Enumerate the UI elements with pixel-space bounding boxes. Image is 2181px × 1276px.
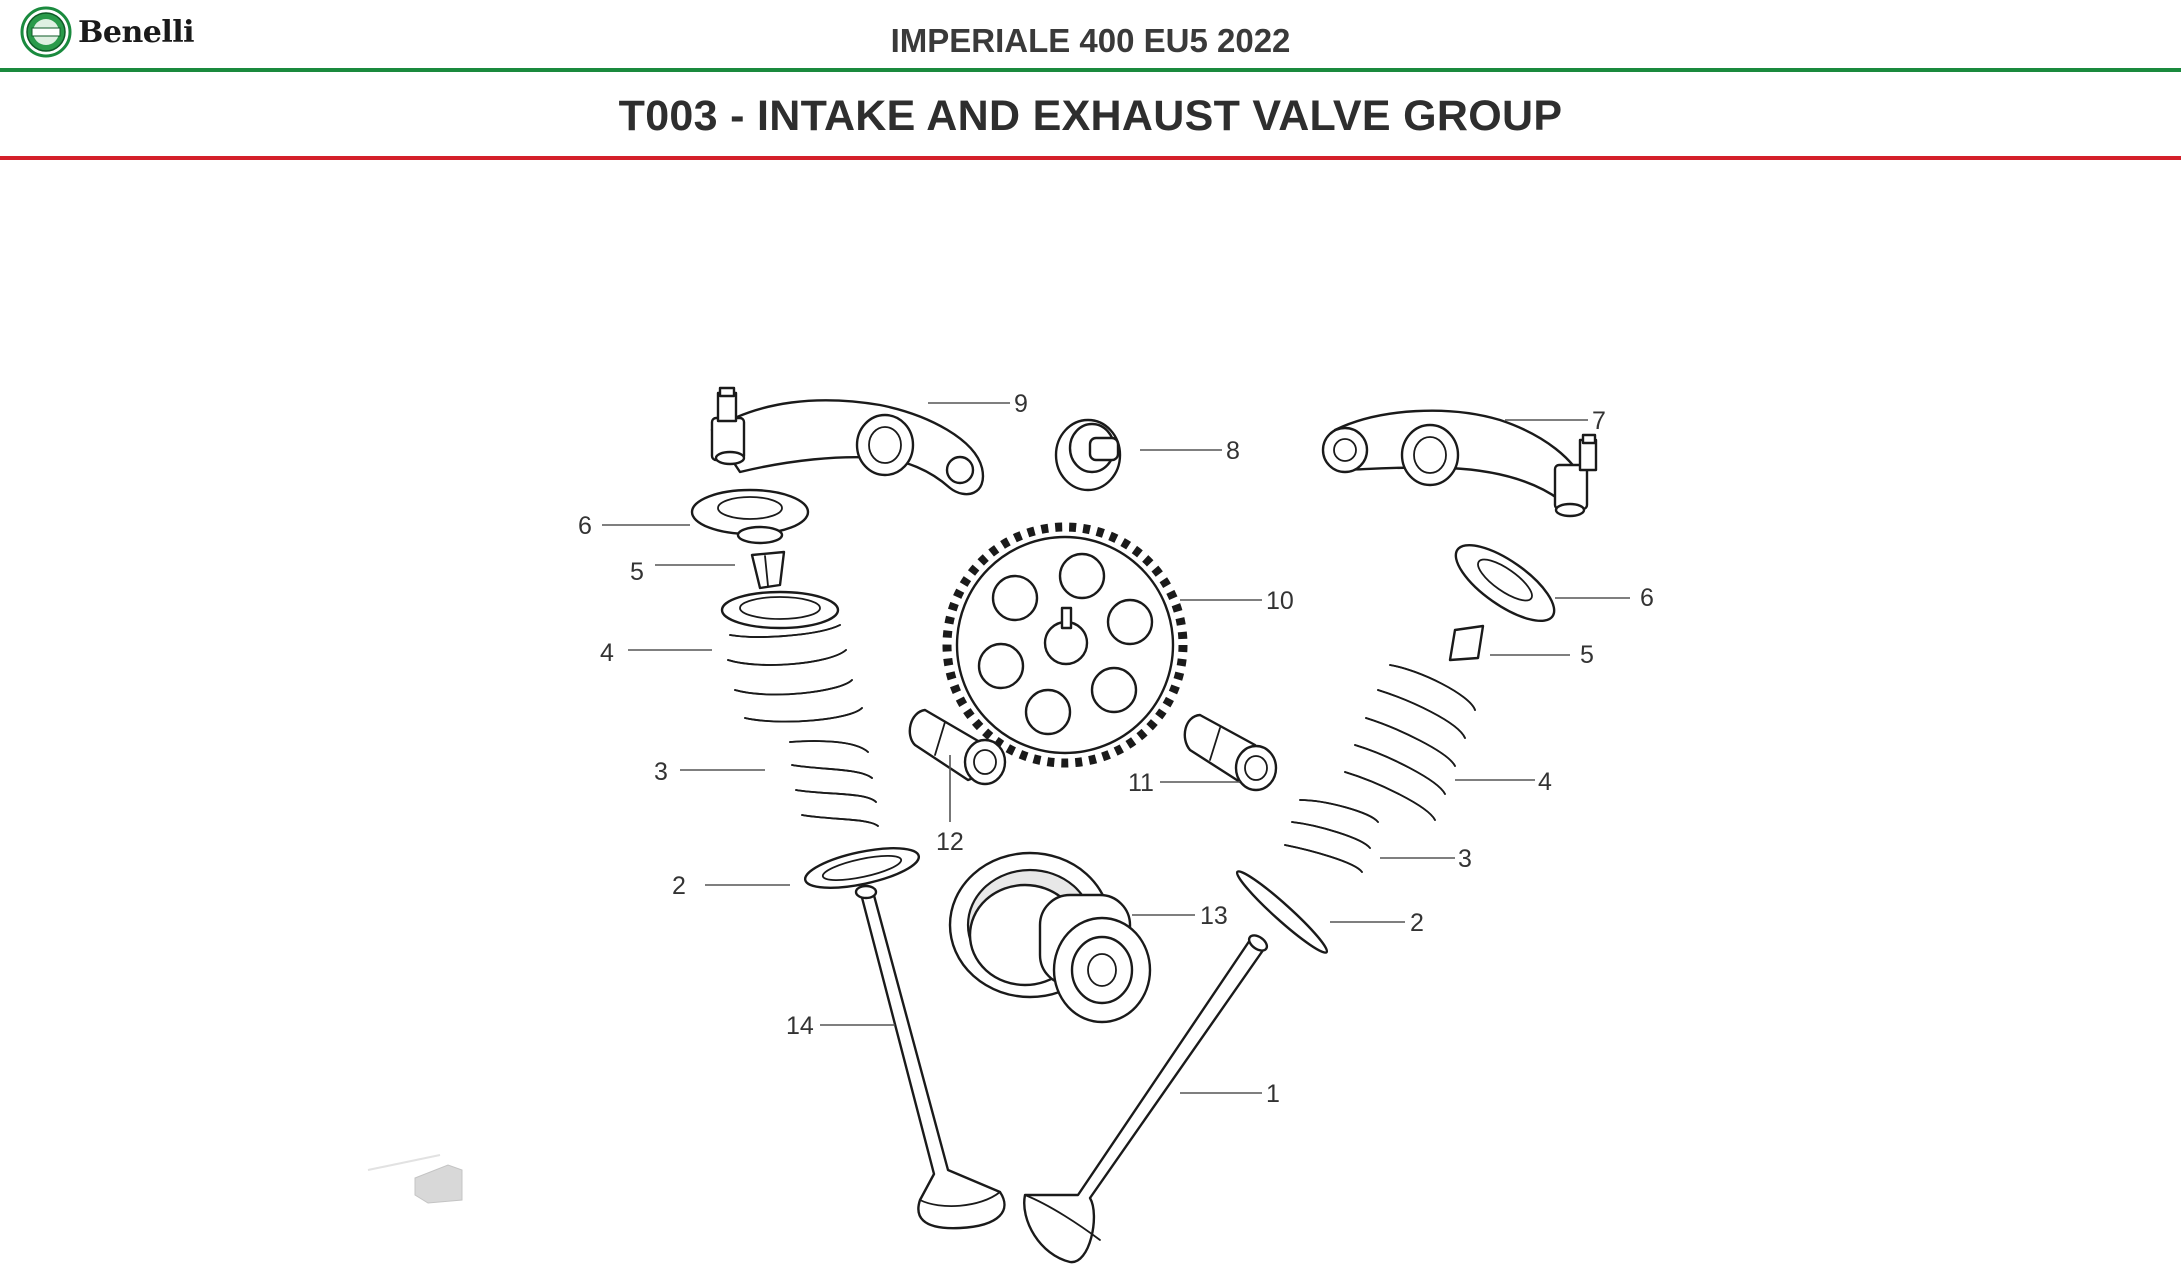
title-divider	[0, 156, 2181, 160]
callout-14: 14	[786, 1012, 814, 1040]
header-divider	[0, 68, 2181, 72]
callout-3-right: 3	[1458, 845, 1472, 873]
right-spring-seat[interactable]	[1232, 866, 1332, 958]
camshaft-plug[interactable]	[1054, 418, 1122, 492]
camshaft-bearing[interactable]	[948, 851, 1152, 1024]
callout-1: 1	[1266, 1080, 1280, 1108]
callout-2-left: 2	[672, 872, 686, 900]
intake-valve[interactable]	[854, 884, 1006, 1230]
callout-2-right: 2	[1410, 909, 1424, 937]
callout-11: 11	[1128, 769, 1154, 797]
callout-5-right: 5	[1580, 641, 1594, 669]
intake-rocker-arm[interactable]	[710, 386, 985, 496]
exhaust-rocker-arm[interactable]	[1321, 409, 1598, 518]
right-outer-spring[interactable]	[1344, 664, 1476, 821]
left-inner-spring[interactable]	[789, 740, 879, 827]
right-inner-spring[interactable]	[1284, 799, 1379, 873]
callout-6-right: 6	[1640, 584, 1654, 612]
callout-labels: 9 8 7 6 5 4 3 2 10 6 5 4 3 2 11 12 13 14…	[578, 390, 1654, 1108]
exhaust-valve[interactable]	[1023, 932, 1269, 1264]
callout-13: 13	[1200, 902, 1228, 930]
callout-9: 9	[1014, 390, 1028, 418]
right-spring-cap[interactable]	[1445, 532, 1565, 635]
model-name: IMPERIALE 400 EU5 2022	[890, 22, 1291, 59]
left-spring-seat[interactable]	[802, 840, 922, 895]
rocker-shaft-left[interactable]	[908, 708, 1007, 786]
callout-6-left: 6	[578, 512, 592, 540]
left-spring-cap[interactable]	[690, 488, 810, 545]
page-title: T003 - INTAKE AND EXHAUST VALVE GROUP	[618, 92, 1563, 140]
callout-4-right: 4	[1538, 768, 1552, 796]
rocker-shaft-right[interactable]	[1183, 713, 1278, 792]
callout-12: 12	[936, 828, 964, 856]
left-valve-cotter[interactable]	[750, 550, 786, 590]
benelli-lion-icon	[20, 6, 72, 58]
callout-7: 7	[1592, 407, 1606, 435]
callout-4-left: 4	[600, 639, 614, 667]
callout-8: 8	[1226, 437, 1240, 465]
timing-sprocket[interactable]	[942, 522, 1188, 768]
right-valve-cotter[interactable]	[1448, 624, 1485, 662]
brand-name: Benelli	[78, 14, 195, 50]
faded-arrow-icon	[367, 1154, 463, 1204]
leader-lines	[602, 402, 1630, 1094]
left-outer-spring[interactable]	[720, 590, 863, 723]
callout-3-left: 3	[654, 758, 668, 786]
callout-5-left: 5	[630, 558, 644, 586]
callout-10: 10	[1266, 587, 1294, 615]
brand-logo: Benelli	[20, 6, 195, 58]
